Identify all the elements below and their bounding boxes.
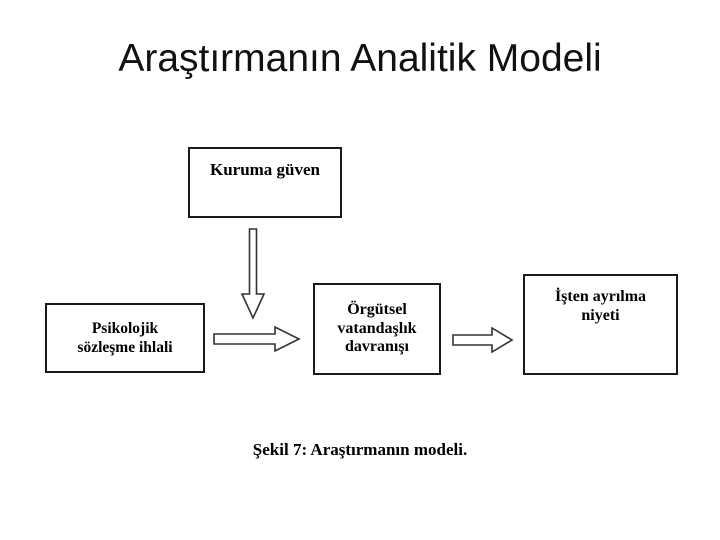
- diagram-node-psikolojik-sozlesme-ihlali[interactable]: Psikolojik sözleşme ihlali: [45, 303, 205, 373]
- figure-caption: Şekil 7: Araştırmanın modeli.: [252, 440, 468, 459]
- diagram-node-label-line: davranışı: [344, 338, 409, 356]
- diagram-node-kuruma-guven[interactable]: Kuruma güven: [188, 147, 342, 218]
- page-title: Araştırmanın Analitik Modeli: [118, 37, 602, 80]
- arrow-right-icon: [452, 326, 514, 354]
- diagram-node-label: Örgütsel vatandaşlık davranışı: [333, 301, 420, 358]
- diagram-node-label-line: Psikolojik: [91, 320, 159, 338]
- diagram-node-isten-ayrilma-niyeti[interactable]: İşten ayrılma niyeti: [523, 274, 678, 375]
- arrow-down-icon: [240, 228, 266, 320]
- diagram-node-label: Kuruma güven: [209, 160, 321, 179]
- diagram-node-label-line: sözleşme ihlali: [77, 338, 173, 356]
- diagram-node-label: İşten ayrılma niyeti: [551, 276, 650, 326]
- arrow-right-icon: [213, 325, 301, 353]
- diagram-node-label-line: niyeti: [581, 306, 620, 324]
- diagram-node-label-line: Örgütsel: [347, 300, 407, 318]
- diagram-node-label-line: İşten ayrılma: [554, 288, 647, 305]
- diagram-node-orgutsel-vatandaslik-davranisi[interactable]: Örgütsel vatandaşlık davranışı: [313, 283, 441, 375]
- diagram-node-label-line: vatandaşlık: [337, 319, 417, 337]
- diagram-node-label: Psikolojik sözleşme ihlali: [73, 320, 176, 357]
